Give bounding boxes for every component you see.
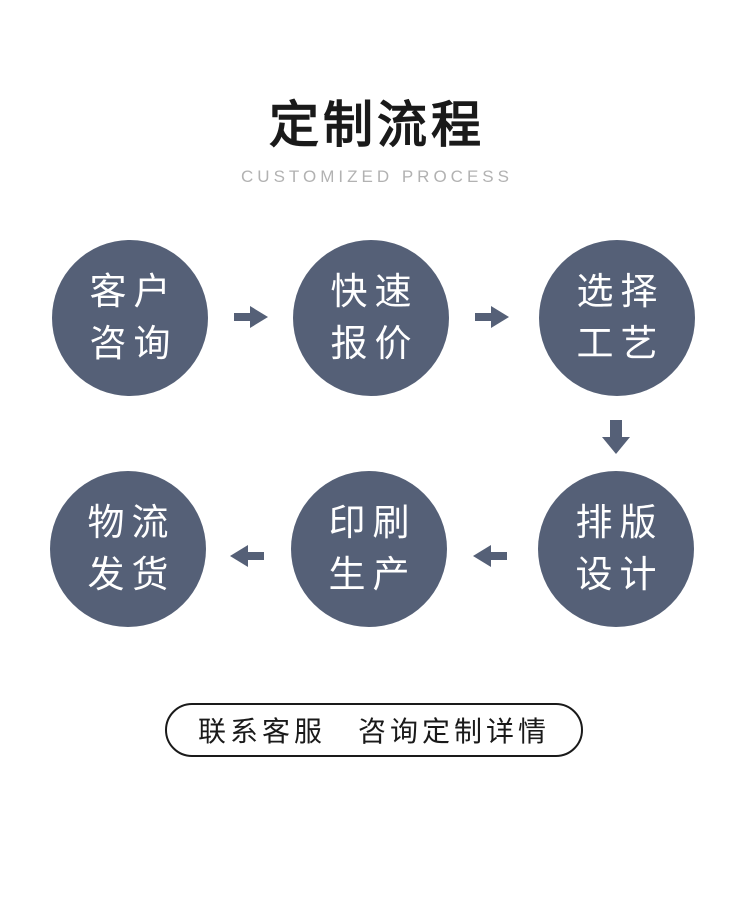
step-circle-logistics-shipping: 物流 发货	[50, 471, 206, 627]
step-label-line: 报价	[330, 323, 419, 364]
step-circle-customer-consult: 客户 咨询	[52, 240, 208, 396]
step-label-line: 工艺	[576, 323, 665, 364]
cta-label: 联系客服 咨询定制详情	[197, 716, 550, 747]
step-label-line: 咨询	[89, 323, 178, 364]
contact-service-cta-button[interactable]: 联系客服 咨询定制详情	[165, 703, 583, 757]
arrow-down-icon	[602, 420, 630, 454]
page-subtitle: CUSTOMIZED PROCESS	[241, 167, 513, 186]
header: 定制流程 CUSTOMIZED PROCESS	[0, 98, 750, 187]
step-label-line: 物流	[87, 502, 176, 543]
step-circle-quick-quote: 快速 报价	[293, 240, 449, 396]
step-label-line: 选择	[576, 271, 665, 312]
arrow-left-icon	[230, 545, 264, 567]
step-circle-print-production: 印刷 生产	[291, 471, 447, 627]
step-label-line: 排版	[575, 502, 664, 543]
step-label-line: 生产	[328, 554, 417, 595]
step-label-line: 客户	[89, 271, 178, 312]
step-label-line: 设计	[575, 554, 664, 595]
page-title: 定制流程	[269, 97, 485, 153]
arrow-right-icon	[475, 306, 509, 328]
step-label-line: 发货	[87, 554, 176, 595]
step-circle-layout-design: 排版 设计	[538, 471, 694, 627]
step-label-line: 快速	[330, 271, 419, 312]
arrow-left-icon	[473, 545, 507, 567]
step-circle-select-craft: 选择 工艺	[539, 240, 695, 396]
arrow-right-icon	[234, 306, 268, 328]
step-label-line: 印刷	[328, 502, 417, 543]
